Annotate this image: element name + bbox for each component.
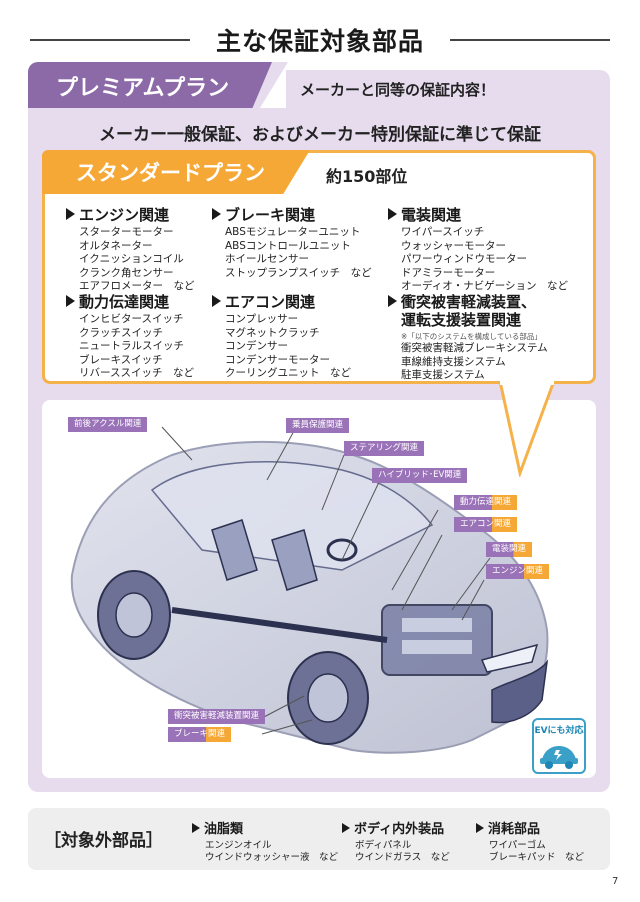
label-engine: エンジン関連 (486, 564, 550, 579)
category-electrical: 電装関連 ワイパースイッチ ウォッシャーモーター パワーウィンドウモーター ドア… (388, 206, 568, 294)
excluded-parts-panel (28, 808, 610, 870)
list-item: エアフロメーター など (79, 280, 195, 292)
list-item: リバーススイッチ など (79, 367, 194, 379)
standard-plan-tab (42, 150, 310, 194)
car-cutaway-illustration (70, 426, 549, 754)
callout-tail (498, 381, 556, 477)
list-item: コンデンサー (225, 340, 288, 352)
list-item: エンジンオイル (205, 840, 272, 851)
list-item: ブレーキパッド など (489, 852, 585, 863)
triangle-arrow-icon (212, 208, 221, 220)
title-rule-right (450, 39, 610, 41)
car-illustration-area (42, 400, 596, 778)
standard-plan-name: スタンダードプラン (76, 161, 265, 185)
excluded-category-consumables: 消耗部品 ワイパーゴム ブレーキパッド など (476, 822, 584, 864)
list-item: ABSモジュレーターユニット (225, 226, 361, 238)
title-rule-left (30, 39, 190, 41)
list-item: コンデンサーモーター (225, 353, 330, 366)
category-heading: ブレーキ関連 (225, 206, 316, 224)
category-heading: エアコン関連 (225, 293, 316, 311)
list-item: パワーウィンドウモーター (401, 253, 527, 265)
label-electrical: 電装関連 (486, 542, 533, 557)
list-item: ホイールセンサー (225, 253, 309, 265)
list-item: クラッチスイッチ (79, 326, 163, 339)
label-brake: ブレーキ関連 (168, 727, 232, 742)
premium-plan-tab (28, 62, 272, 108)
label-occupant-protection: 乗員保護関連 (286, 418, 350, 433)
excluded-category-body: ボディ内外装品 ボディパネル ウインドガラス など (342, 822, 450, 864)
triangle-arrow-icon (476, 823, 484, 833)
premium-header-strip-inner (286, 70, 610, 108)
premium-subtitle: メーカー一般保証、およびメーカー特別保証に準じて保証 (99, 125, 541, 145)
category-heading: 電装関連 (401, 206, 462, 224)
list-item: 衝突被害軽減ブレーキシステム (401, 342, 548, 354)
triangle-arrow-icon (388, 295, 397, 307)
list-item: クランク角センサー (79, 266, 174, 279)
excluded-category-oils: 油脂類 エンジンオイル ウインドウォッシャー液 など (192, 822, 338, 864)
page-title-row: 主な保証対象部品 (30, 22, 610, 58)
label-collision-mitigation: 衝突被害軽減装置関連 (168, 709, 266, 724)
list-item: ボディパネル (355, 840, 412, 851)
category-brake: ブレーキ関連 ABSモジュレーターユニット ABSコントロールユニット ホイール… (212, 206, 372, 280)
premium-plan-name: プレミアムプラン (56, 76, 230, 101)
category-note: ※「以下のシステムを構成している部品」 (401, 332, 542, 341)
category-heading: エンジン関連 (79, 206, 170, 224)
list-item: マグネットクラッチ (225, 326, 320, 339)
list-item: ストップランプスイッチ など (225, 266, 372, 279)
list-item: 車線維持支援システム (401, 355, 506, 368)
category-heading: 動力伝達関連 (79, 293, 170, 311)
list-item: ウインドウォッシャー液 など (205, 852, 339, 863)
category-heading: ボディ内外装品 (354, 822, 445, 837)
category-drivetrain: 動力伝達関連 インヒビタースイッチ クラッチスイッチ ニュートラルスイッチ ブレ… (66, 293, 194, 381)
triangle-arrow-icon (212, 295, 221, 307)
ev-badge-text: EVにも対応 (534, 726, 584, 736)
list-item: 駐車支援システム (401, 369, 485, 381)
category-heading-line2: 運転支援装置関連 (401, 311, 522, 329)
ev-support-badge: EVにも対応 (532, 718, 586, 774)
list-item: ニュートラルスイッチ (79, 340, 184, 352)
list-item: ドアミラーモーター (401, 266, 496, 279)
list-item: ブレーキスイッチ (79, 353, 163, 366)
category-engine: エンジン関連 スターターモーター オルタネーター イクニッションコイル クランク… (66, 206, 195, 294)
standard-part-count: 約150部位 (326, 167, 408, 186)
list-item: ウインドガラス など (355, 852, 450, 863)
triangle-arrow-icon (342, 823, 350, 833)
list-item: イクニッションコイル (79, 253, 184, 265)
category-aircon: エアコン関連 コンプレッサー マグネットクラッチ コンデンサー コンデンサーモー… (212, 293, 351, 381)
label-aircon: エアコン関連 (454, 517, 518, 532)
list-item: コンプレッサー (225, 313, 299, 325)
label-drivetrain: 動力伝達関連 (454, 495, 518, 510)
triangle-arrow-icon (66, 295, 75, 307)
list-item: オーディオ・ナビゲーション など (401, 280, 569, 292)
list-item: インヒビタースイッチ (79, 313, 184, 325)
list-item: ワイパースイッチ (401, 226, 485, 238)
list-item: ワイパーゴム (489, 840, 546, 851)
list-item: スターターモーター (79, 226, 174, 238)
triangle-arrow-icon (388, 208, 397, 220)
category-heading: 消耗部品 (488, 822, 541, 837)
category-heading: 油脂類 (204, 822, 244, 837)
list-item: ABSコントロールユニット (225, 239, 351, 252)
category-driver-assist: 衝突被害軽減装置、 運転支援装置関連 ※「以下のシステムを構成している部品」 衝… (388, 293, 548, 383)
page-number: 7 (612, 876, 619, 887)
premium-tagline: メーカーと同等の保証内容！ (300, 81, 496, 99)
list-item: クーリングユニット など (225, 367, 351, 379)
category-heading: 衝突被害軽減装置、 (401, 293, 537, 311)
ev-car-plug-icon (540, 746, 578, 769)
label-steering: ステアリング関連 (344, 441, 425, 456)
page-title: 主な保証対象部品 (215, 27, 424, 56)
list-item: ウォッシャーモーター (401, 239, 506, 252)
excluded-parts-title: ［対象外部品］ (44, 831, 163, 851)
label-hybrid-ev: ハイブリッド･EV関連 (372, 468, 468, 483)
label-axle: 前後アクスル関連 (68, 417, 148, 432)
list-item: オルタネーター (79, 239, 153, 252)
triangle-arrow-icon (192, 823, 200, 833)
triangle-arrow-icon (66, 208, 75, 220)
